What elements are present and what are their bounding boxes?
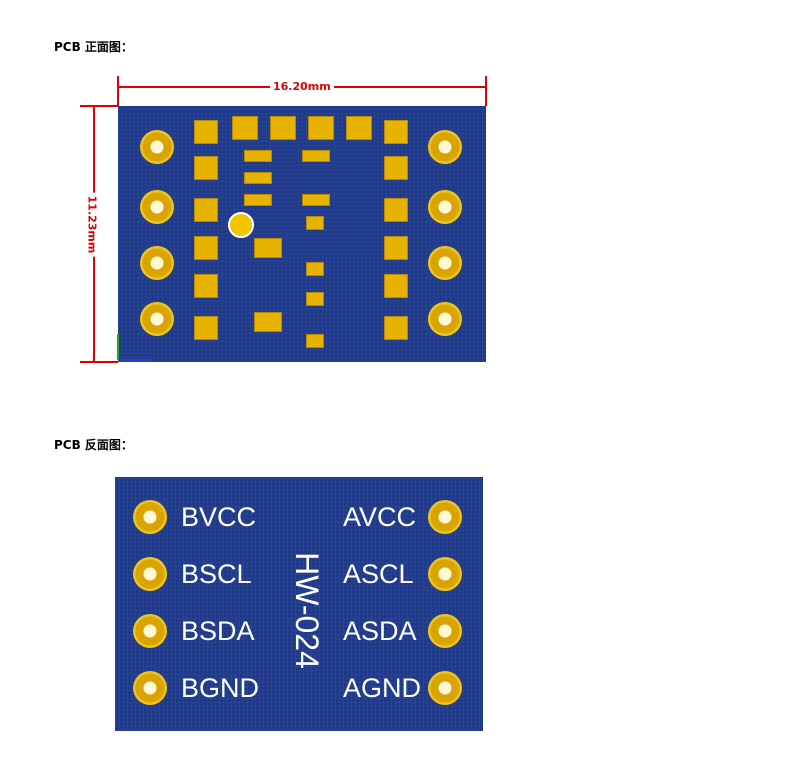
smd-pad bbox=[384, 236, 408, 260]
smd-pad bbox=[254, 312, 282, 332]
back-hole-left-4 bbox=[133, 671, 167, 705]
pin-label-bsda: BSDA bbox=[181, 616, 255, 646]
smd-pad bbox=[194, 274, 218, 298]
board-model-label: HW-024 bbox=[288, 552, 325, 669]
back-hole-right-1 bbox=[428, 500, 462, 534]
via bbox=[228, 212, 254, 238]
smd-pad bbox=[306, 262, 324, 276]
pcb-back-board bbox=[115, 477, 483, 731]
front-hole-left-1 bbox=[140, 130, 174, 164]
pin-label-asda: ASDA bbox=[343, 616, 417, 646]
smd-pad bbox=[384, 316, 408, 340]
smd-pad bbox=[302, 194, 330, 206]
smd-pad bbox=[194, 156, 218, 180]
front-hole-right-4 bbox=[428, 302, 462, 336]
smd-pad bbox=[270, 116, 296, 140]
width-dimension-label: 16.20mm bbox=[270, 80, 334, 93]
height-top-tick bbox=[80, 105, 118, 107]
smd-pad bbox=[194, 198, 218, 222]
smd-pad bbox=[306, 216, 324, 230]
front-hole-right-3 bbox=[428, 246, 462, 280]
smd-pad bbox=[308, 116, 334, 140]
back-hole-left-1 bbox=[133, 500, 167, 534]
smd-pad bbox=[346, 116, 372, 140]
front-hole-left-4 bbox=[140, 302, 174, 336]
back-hole-right-4 bbox=[428, 671, 462, 705]
smd-pad bbox=[244, 194, 272, 206]
pin-label-bscl: BSCL bbox=[181, 559, 252, 589]
smd-pad bbox=[244, 150, 272, 162]
smd-pad bbox=[384, 198, 408, 222]
smd-pad bbox=[244, 172, 272, 184]
smd-pad bbox=[194, 316, 218, 340]
pin-label-bgnd: BGND bbox=[181, 673, 260, 703]
smd-pad bbox=[384, 120, 408, 144]
front-hole-right-1 bbox=[428, 130, 462, 164]
width-right-tick bbox=[485, 76, 487, 106]
smd-pad bbox=[384, 274, 408, 298]
pin-label-ascl: ASCL bbox=[343, 559, 414, 589]
back-view-caption: PCB 反面图： bbox=[54, 438, 133, 452]
pin-label-avcc: AVCC bbox=[343, 502, 417, 532]
axis-indicator bbox=[117, 334, 152, 361]
front-view-caption: PCB 正面图： bbox=[54, 40, 133, 54]
height-bottom-tick bbox=[80, 361, 118, 363]
front-hole-left-2 bbox=[140, 190, 174, 224]
pcb-front-board bbox=[118, 106, 486, 362]
back-hole-left-2 bbox=[133, 557, 167, 591]
height-dimension-label: 11.23mm bbox=[85, 192, 99, 257]
pin-label-agnd: AGND bbox=[343, 673, 422, 703]
smd-pad bbox=[194, 120, 218, 144]
front-hole-right-2 bbox=[428, 190, 462, 224]
back-hole-right-3 bbox=[428, 614, 462, 648]
pin-label-bvcc: BVCC bbox=[181, 502, 257, 532]
width-left-tick bbox=[117, 76, 119, 106]
front-hole-left-3 bbox=[140, 246, 174, 280]
smd-pad bbox=[232, 116, 258, 140]
smd-pad bbox=[306, 292, 324, 306]
smd-pad bbox=[302, 150, 330, 162]
smd-pad bbox=[306, 334, 324, 348]
back-hole-right-2 bbox=[428, 557, 462, 591]
back-hole-left-3 bbox=[133, 614, 167, 648]
smd-pad bbox=[254, 238, 282, 258]
smd-pad bbox=[384, 156, 408, 180]
smd-pad bbox=[194, 236, 218, 260]
